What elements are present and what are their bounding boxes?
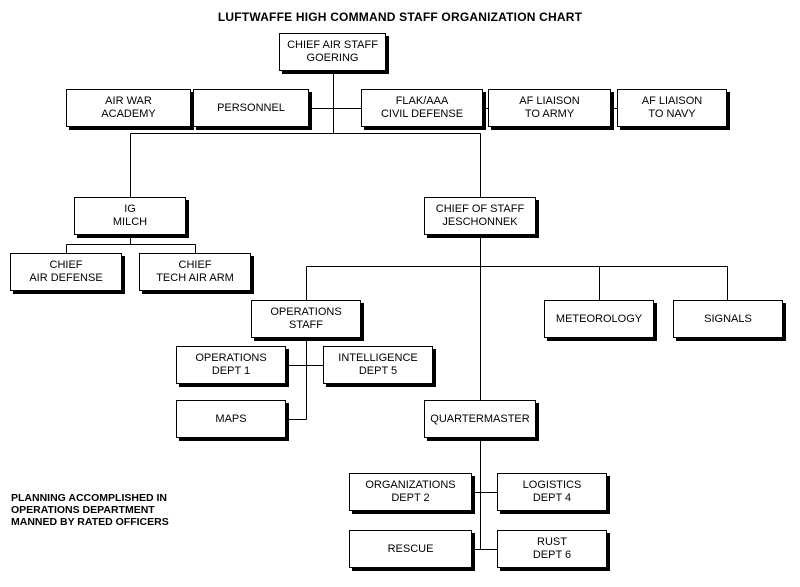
node-label-line: OPERATIONS	[270, 306, 342, 318]
node-signals: SIGNALS	[673, 300, 783, 338]
node-quartermaster: QUARTERMASTER	[424, 400, 536, 438]
node-label-line: RUST	[537, 536, 567, 548]
node-label-line: ORGANIZATIONS	[365, 479, 456, 491]
node-label-line: INTELLIGENCE	[338, 352, 418, 364]
node-label-line: FLAK/AAA	[395, 95, 449, 107]
node-meteorology: METEOROLOGY	[544, 300, 654, 338]
node-label-line: CHIEF AIR STAFF	[287, 39, 378, 51]
node-label-line: MILCH	[112, 216, 148, 228]
node-label-line: TO ARMY	[524, 108, 575, 120]
node-maps: MAPS	[176, 400, 286, 438]
footnote-line: MANNED BY RATED OFFICERS	[11, 516, 169, 528]
node-label-line: CIVIL DEFENSE	[380, 108, 464, 120]
footnote-line: OPERATIONS DEPARTMENT	[11, 504, 155, 516]
node-label-line: DEPT 4	[532, 492, 572, 504]
node-label-line: PERSONNEL	[217, 101, 285, 114]
node-label-line: RESCUE	[387, 542, 434, 555]
node-label-line: DEPT 5	[358, 365, 398, 377]
node-label-line: CHIEF	[49, 259, 83, 271]
node-label-line: OPERATIONS	[195, 352, 267, 364]
node-label-line: SIGNALS	[704, 312, 752, 325]
node-label-line: GOERING	[306, 52, 359, 64]
node-label-line: AIR WAR	[105, 95, 152, 107]
footnote-line: PLANNING ACCOMPLISHED IN	[11, 492, 167, 504]
node-label-line: METEOROLOGY	[555, 312, 643, 325]
node-label-line: AF LIAISON	[519, 95, 580, 107]
node-label-line: JESCHONNEK	[442, 216, 518, 228]
node-label-line: QUARTERMASTER	[430, 412, 530, 425]
node-label-line: STAFF	[288, 319, 323, 331]
node-label-line: IG	[124, 203, 136, 215]
node-label-line: CHIEF	[178, 259, 212, 271]
node-label-line: TECH AIR ARM	[156, 272, 234, 284]
node-label-line: MAPS	[215, 412, 247, 425]
node-rescue: RESCUE	[349, 530, 472, 568]
node-label-line: ACADEMY	[101, 108, 156, 120]
node-label-line: TO NAVY	[648, 108, 696, 120]
node-label-line: AF LIAISON	[641, 95, 703, 107]
node-label-line: AIR DEFENSE	[29, 272, 103, 284]
node-label-line: LOGISTICS	[522, 479, 582, 491]
node-label-line: DEPT 2	[391, 492, 430, 504]
node-label-line: DEPT 1	[211, 365, 251, 377]
chart-title: LUFTWAFFE HIGH COMMAND STAFF ORGANIZATIO…	[217, 10, 583, 24]
node-label-line: DEPT 6	[532, 549, 572, 561]
node-label-line: CHIEF OF STAFF	[435, 203, 525, 215]
node-personnel: PERSONNEL	[193, 89, 309, 127]
